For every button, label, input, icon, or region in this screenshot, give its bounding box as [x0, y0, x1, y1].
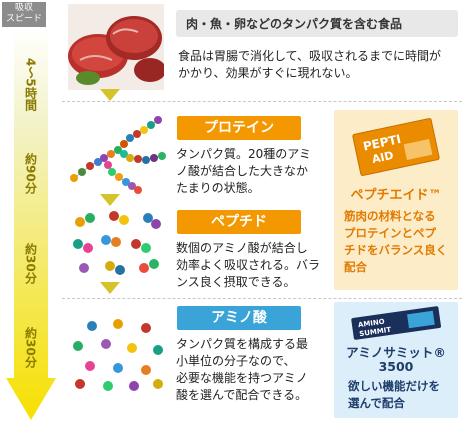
- amino-desc-line3: 必要な機能を持つアミノ: [176, 371, 308, 385]
- protein-desc-line1: タンパク質。20種のアミ: [176, 147, 312, 161]
- peptaid-package-image: PEPTI AID: [352, 118, 440, 176]
- speed-meat: 4〜5時間: [14, 44, 46, 124]
- amino-acids-image: [73, 319, 163, 391]
- amino-desc-line1: タンパク質を構成する最: [176, 337, 309, 351]
- peptaid-desc-line3: チドをバランス良く: [344, 243, 448, 257]
- peptide-header: ペプチド: [177, 210, 301, 234]
- peptide-desc-line2: 効率よく吸収される。バラ: [176, 258, 321, 272]
- peptaid-package-text-2: AID: [371, 149, 395, 166]
- speed-peptide-text: 約30分: [23, 242, 38, 284]
- amino-summit-desc: 欲しい機能だけを 選んで配合: [348, 378, 456, 412]
- meat-image: [68, 4, 164, 90]
- amino-desc-line4: 酸を選んで配合できる。: [176, 388, 308, 402]
- speed-amino-text: 約30分: [23, 326, 38, 368]
- peptide-desc-line3: ンス良く摂取できる。: [176, 275, 296, 289]
- amino-desc-line2: 小単位の分子なので、: [176, 354, 296, 368]
- peptaid-desc: 筋肉の材料となる プロテインとペプ チドをバランス良く 配合: [344, 208, 456, 276]
- speed-protein-text: 約90分: [23, 152, 38, 194]
- peptaid-desc-line2: プロテインとペプ: [344, 226, 436, 240]
- peptaid-name: ペプチエイド™: [350, 188, 442, 203]
- speed-label: 吸収 スピード: [2, 2, 46, 27]
- speed-label-line2: スピード: [5, 14, 42, 24]
- meat-header: 肉・魚・卵などのタンパク質を含む食品: [176, 10, 458, 37]
- arrow-protein-to-peptide: [100, 194, 120, 206]
- divider-1: [62, 101, 462, 102]
- peptide-molecules-image: [73, 211, 161, 275]
- protein-header: プロテイン: [177, 116, 301, 140]
- divider-2: [62, 298, 462, 299]
- protein-desc-line2: ノ酸が結合した大きなか: [176, 164, 309, 178]
- amino-desc: タンパク質を構成する最 小単位の分子なので、 必要な機能を持つアミノ 酸を選んで…: [176, 336, 328, 404]
- protein-desc: タンパク質。20種のアミ ノ酸が結合した大きなか たまりの状態。: [176, 146, 326, 197]
- peptide-desc: 数個のアミノ酸が結合し 効率よく吸収される。バラ ンス良く摂取できる。: [176, 240, 328, 291]
- peptaid-desc-line4: 配合: [344, 260, 367, 274]
- peptaid-desc-line1: 筋肉の材料となる: [344, 209, 436, 223]
- protein-chain-image: [70, 116, 166, 194]
- speed-protein: 約90分: [14, 148, 46, 198]
- amino-summit-number: 3500: [378, 359, 414, 374]
- protein-desc-line3: たまりの状態。: [176, 181, 260, 195]
- amino-summit-name: アミノサミット®: [346, 345, 446, 360]
- speed-meat-text: 4〜5時間: [23, 57, 38, 111]
- amino-summit-desc-line1: 欲しい機能だけを: [348, 379, 440, 393]
- amino-summit-desc-line2: 選んで配合: [348, 396, 405, 410]
- arrow-peptide-to-amino: [100, 282, 120, 294]
- meat-desc-line2: かかり、効果がすぐに現れない。: [178, 66, 358, 80]
- speed-arrow: [6, 28, 56, 420]
- speed-amino: 約30分: [14, 322, 46, 372]
- speed-peptide: 約30分: [14, 238, 46, 288]
- arrow-meat-to-protein: [100, 89, 120, 101]
- meat-desc-line1: 食品は胃腸で消化して、吸収されるまでに時間が: [178, 49, 442, 63]
- amino-header: アミノ酸: [177, 306, 301, 330]
- amino-summit-promo: AMINO SUMMIT アミノサミット® 3500 欲しい機能だけを 選んで配…: [334, 302, 458, 418]
- amino-summit-package-text-1: AMINO: [358, 318, 386, 330]
- peptide-desc-line1: 数個のアミノ酸が結合し: [176, 241, 308, 255]
- peptaid-promo: PEPTI AID ペプチエイド™ 筋肉の材料となる プロテインとペプ チドをバ…: [334, 110, 458, 290]
- amino-summit-package-image: AMINO SUMMIT: [351, 306, 441, 340]
- meat-desc: 食品は胃腸で消化して、吸収されるまでに時間が かかり、効果がすぐに現れない。: [178, 48, 460, 82]
- speed-label-line1: 吸収: [14, 3, 33, 13]
